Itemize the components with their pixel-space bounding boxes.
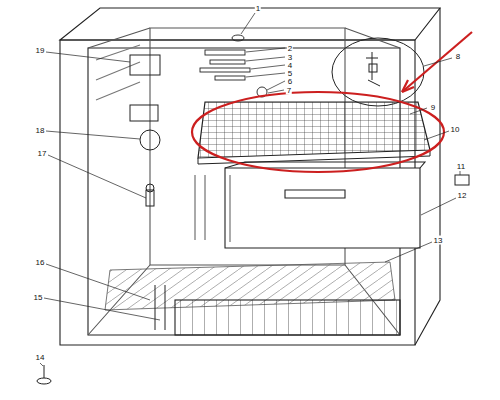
callout-number: 19 (35, 46, 46, 55)
callout-number: 11 (456, 162, 466, 171)
callout-number: 13 (433, 236, 444, 245)
crisper-drawer (225, 162, 425, 248)
clip-part (455, 175, 469, 185)
callout-number: 9 (430, 103, 436, 112)
callout-number: 16 (35, 258, 46, 267)
callout-number: 17 (37, 149, 48, 158)
callout-number: 6 (287, 77, 293, 86)
top-fittings (200, 35, 267, 97)
floor (105, 262, 400, 335)
callout-number: 12 (457, 191, 468, 200)
callout-number: 10 (450, 125, 461, 134)
cabinet (60, 8, 440, 345)
highlight-arrow (402, 32, 472, 92)
leveling-foot (37, 365, 51, 384)
leader-lines (40, 13, 460, 366)
callout-number: 14 (35, 353, 46, 362)
highlight-ellipse (192, 92, 444, 172)
callout-number: 18 (35, 126, 46, 135)
callout-number: 2 (287, 44, 293, 53)
callout-number: 7 (286, 86, 292, 95)
callout-number: 8 (455, 52, 461, 61)
wire-shelf (198, 102, 430, 164)
left-components (130, 55, 205, 240)
callout-number: 15 (33, 293, 44, 302)
callout-number: 1 (255, 4, 261, 13)
